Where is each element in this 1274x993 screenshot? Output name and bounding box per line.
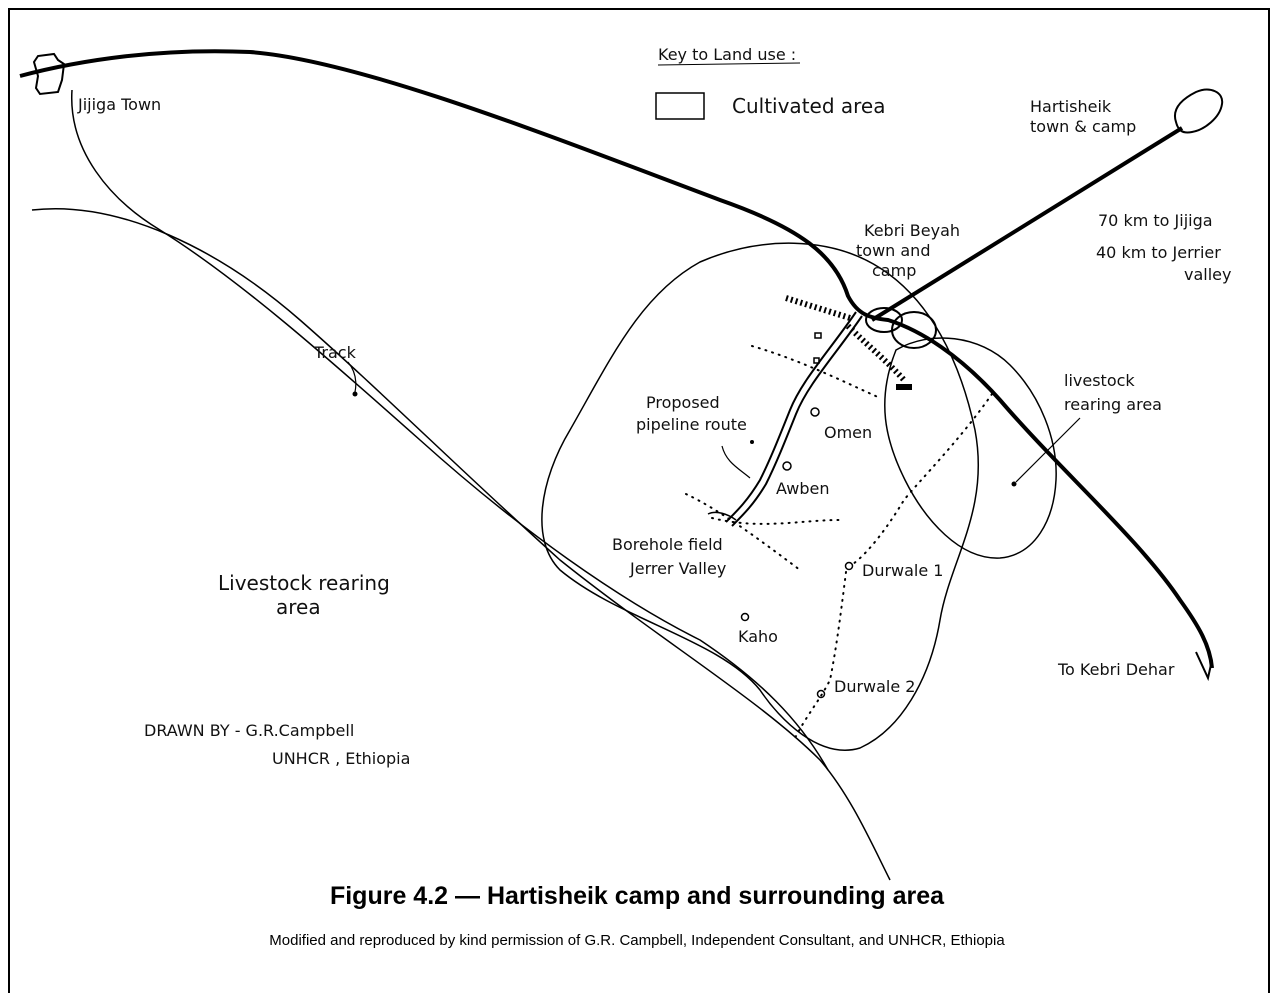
settlement-markers (740, 407, 854, 699)
label-hartisheik-2: town & camp (1030, 117, 1136, 136)
kebri-beyah-town-symbol (865, 307, 937, 349)
label-drawn-by: DRAWN BY - G.R.Campbell (144, 721, 354, 740)
livestock-leader (1015, 417, 1081, 483)
label-livestock-left-1: Livestock rearing (218, 571, 390, 595)
label-livestock-right-1: livestock (1064, 371, 1135, 390)
hartisheik-road (870, 126, 1184, 322)
key-heading-underline (657, 62, 801, 66)
small-building-2 (813, 357, 820, 364)
label-durwale-1: Durwale 1 (862, 561, 943, 580)
cultivated-area-outline (541, 242, 980, 751)
main-road (19, 49, 1214, 669)
livestock-area-point (1011, 481, 1017, 487)
label-durwale-2: Durwale 2 (834, 677, 915, 696)
borehole-mark (707, 511, 737, 521)
label-kebri-dehar: To Kebri Dehar (1057, 660, 1175, 679)
key-cultivated-label: Cultivated area (732, 94, 886, 118)
label-kaho: Kaho (738, 627, 778, 646)
label-hartisheik-1: Hartisheik (1030, 97, 1112, 116)
pipeline-route (725, 311, 863, 527)
label-jijiga-town: Jijiga Town (77, 95, 161, 114)
track-line-2 (31, 208, 891, 881)
livestock-area-outline (884, 337, 1057, 559)
track-leader (347, 361, 357, 393)
figure-caption-title: Figure 4.2 — Hartisheik camp and surroun… (329, 882, 945, 910)
key-cultivated-swatch (655, 92, 705, 120)
label-kebri-beyah-3: camp (872, 261, 916, 280)
kebri-dehar-arrow (1195, 651, 1213, 682)
label-livestock-right-2: rearing area (1064, 395, 1162, 414)
small-building-1 (814, 332, 822, 339)
pipeline-leader (721, 445, 751, 479)
label-borehole-field: Borehole field (612, 535, 723, 554)
figure-caption-subtitle: Modified and reproduced by kind permissi… (269, 932, 1005, 949)
label-pipeline-2: pipeline route (636, 415, 747, 434)
track-line-1 (71, 89, 829, 771)
key-heading: Key to Land use : (658, 45, 796, 64)
dotted-tracks (685, 345, 993, 741)
hatched-feature-2 (845, 323, 907, 383)
label-kebri-beyah-1: Kebri Beyah (864, 221, 960, 240)
label-pipeline-1: Proposed (646, 393, 720, 412)
hartisheik-town-symbol (1174, 88, 1224, 134)
label-awben: Awben (776, 479, 830, 498)
track-point (352, 391, 358, 397)
small-building-3 (896, 384, 912, 390)
label-distance-3: valley (1184, 265, 1231, 284)
figure-frame (8, 8, 1270, 993)
label-livestock-left-2: area (276, 595, 321, 619)
label-jerrer-valley: Jerrer Valley (629, 559, 726, 578)
pipeline-point (750, 440, 754, 444)
label-track: Track (313, 343, 357, 362)
label-distance-2: 40 km to Jerrier (1096, 243, 1221, 262)
jijiga-town-symbol (32, 52, 66, 96)
label-distance-1: 70 km to Jijiga (1098, 211, 1213, 230)
label-kebri-beyah-2: town and (856, 241, 930, 260)
label-omen: Omen (824, 423, 872, 442)
label-drawn-org: UNHCR , Ethiopia (272, 749, 410, 768)
hatched-feature-1 (785, 295, 851, 321)
